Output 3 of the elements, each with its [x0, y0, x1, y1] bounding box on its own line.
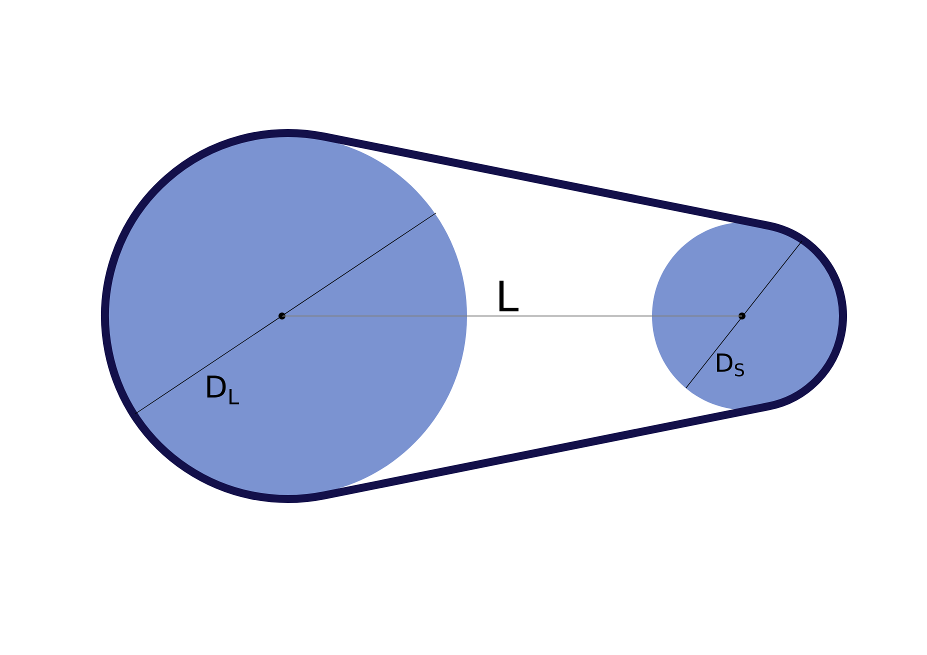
dimension-label: D$_{S}$ — [717, 354, 744, 376]
dimension-label: L — [499, 280, 518, 312]
dimension-label: D$_{L}$ — [207, 376, 240, 404]
